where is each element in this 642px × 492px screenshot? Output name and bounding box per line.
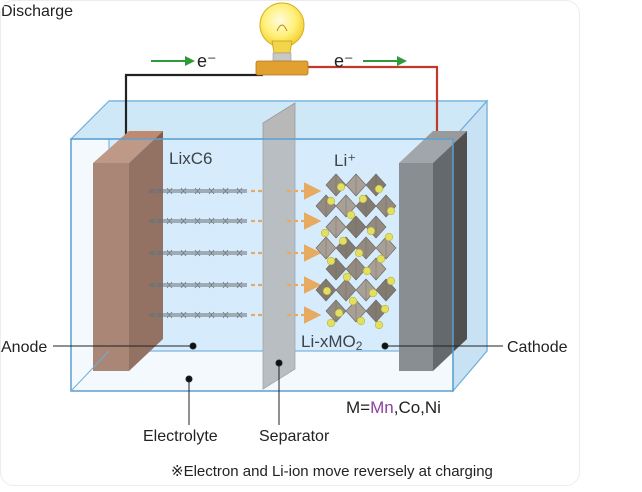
anode-electrode — [93, 131, 163, 371]
separator-label: Separator — [259, 428, 330, 445]
li-ion-sphere — [336, 182, 346, 192]
graphite-layer — [149, 311, 247, 319]
li-ion-sphere — [362, 266, 372, 276]
diagram-title: Discharge — [1, 3, 73, 20]
anode-material-label: LixC6 — [169, 149, 212, 168]
cathode-label: Cathode — [507, 339, 568, 356]
li-ion-sphere — [386, 276, 396, 286]
li-ion-sphere — [342, 272, 352, 282]
li-ion-sphere — [366, 226, 376, 236]
electron-label-left: e⁻ — [197, 51, 217, 71]
li-ion-sphere — [386, 206, 396, 216]
li-ion-sphere — [346, 210, 356, 220]
anode-label: Anode — [1, 339, 47, 356]
crystal-octahedron — [345, 215, 367, 239]
light-bulb-icon — [255, 2, 309, 76]
electron-arrow-right — [363, 56, 407, 66]
li-ion-label: Li⁺ — [334, 151, 356, 170]
crystal-octahedron — [335, 278, 357, 302]
electrolyte-label: Electrolyte — [143, 428, 218, 445]
diagram-card: Discharge e⁻ e⁻ — [0, 0, 580, 486]
li-ion-sphere — [376, 254, 386, 264]
electron-arrow-left — [151, 56, 195, 66]
crystal-octahedron — [345, 299, 367, 323]
li-ion-sphere — [384, 232, 394, 242]
electron-label-right: e⁻ — [334, 51, 354, 71]
crystal-octahedron — [325, 215, 347, 239]
li-ion-sphere — [334, 308, 344, 318]
li-ion-sphere — [338, 236, 348, 246]
li-ion-sphere — [326, 318, 336, 328]
li-ion-sphere — [368, 288, 378, 298]
li-ion-sphere — [326, 196, 336, 206]
li-ion-arrows — [251, 182, 322, 324]
li-ion-sphere — [356, 316, 366, 326]
graphite-layer — [149, 187, 247, 195]
crystal-octahedron — [345, 257, 367, 281]
cathode-material-label: Li-xMO2 — [301, 332, 363, 353]
cathode-electrode — [399, 131, 467, 371]
external-circuit — [124, 65, 439, 143]
electrolyte-tank-front — [70, 138, 454, 392]
li-ion-sphere — [322, 286, 332, 296]
li-ion-sphere — [320, 228, 330, 238]
crystal-octahedron — [315, 236, 337, 260]
graphite-layer — [149, 249, 247, 257]
graphite-layer — [149, 217, 247, 225]
separator-membrane — [262, 102, 296, 390]
charging-footnote: ※Electron and Li-ion move reversely at c… — [171, 463, 493, 480]
graphite-layer — [149, 281, 247, 289]
battery-diagram: Discharge e⁻ e⁻ — [1, 2, 568, 480]
li-ion-sphere — [326, 256, 336, 266]
cathode-crystal — [315, 173, 397, 330]
li-ion-sphere — [358, 194, 368, 204]
metal-list-label: M=Mn,Co,Ni — [346, 398, 441, 417]
li-ion-sphere — [354, 248, 364, 258]
li-ion-sphere — [380, 304, 390, 314]
li-ion-sphere — [374, 320, 384, 330]
graphite-layers — [149, 187, 247, 319]
callout-lines — [53, 342, 503, 425]
crystal-octahedron — [345, 173, 367, 197]
crystal-octahedron — [365, 257, 387, 281]
crystal-octahedron — [375, 236, 397, 260]
li-ion-sphere — [348, 296, 358, 306]
li-ion-sphere — [374, 184, 384, 194]
